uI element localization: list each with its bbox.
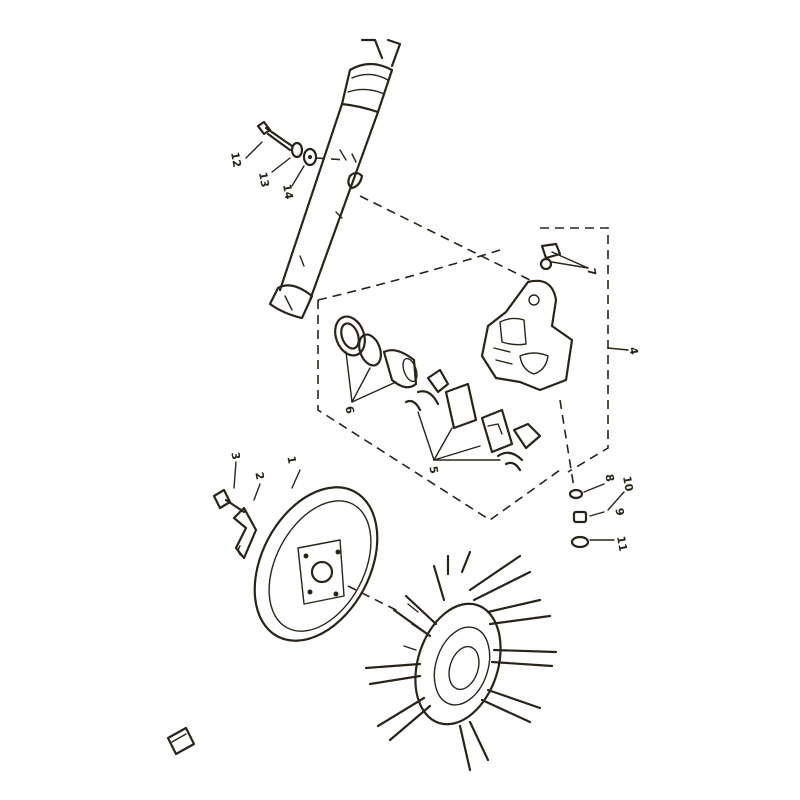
callout-5: 5 [426,465,440,475]
callout-2: 2 [252,471,266,481]
callout-1: 1 [284,455,298,465]
axle-bolt-group [256,120,347,167]
callout-10: 10 [620,475,636,493]
caliper-assembly-boundary [317,195,609,521]
brake-caliper-body [480,242,574,392]
fork-tube [268,38,402,320]
disc-bolt-and-plate [212,488,258,560]
leader-lines [233,141,629,541]
callout-3: 3 [228,451,242,461]
small-clip-part [166,726,196,756]
callout-labels: 12 13 14 7 4 6 5 8 10 9 11 1 2 3 [228,151,641,552]
callout-8: 8 [602,473,616,483]
callout-13: 13 [256,171,271,188]
callout-12: 12 [228,151,243,168]
callout-7: 7 [584,267,598,277]
callout-14: 14 [280,183,296,201]
brake-pad-set [404,368,542,472]
callout-9: 9 [612,507,626,517]
brake-disc [253,486,401,642]
callout-11: 11 [614,535,629,552]
piston-seal-kit [334,315,418,389]
wheel-hub [364,550,558,772]
bleed-screw-parts [559,399,590,549]
callout-4: 4 [626,346,640,356]
callout-6: 6 [342,405,356,415]
